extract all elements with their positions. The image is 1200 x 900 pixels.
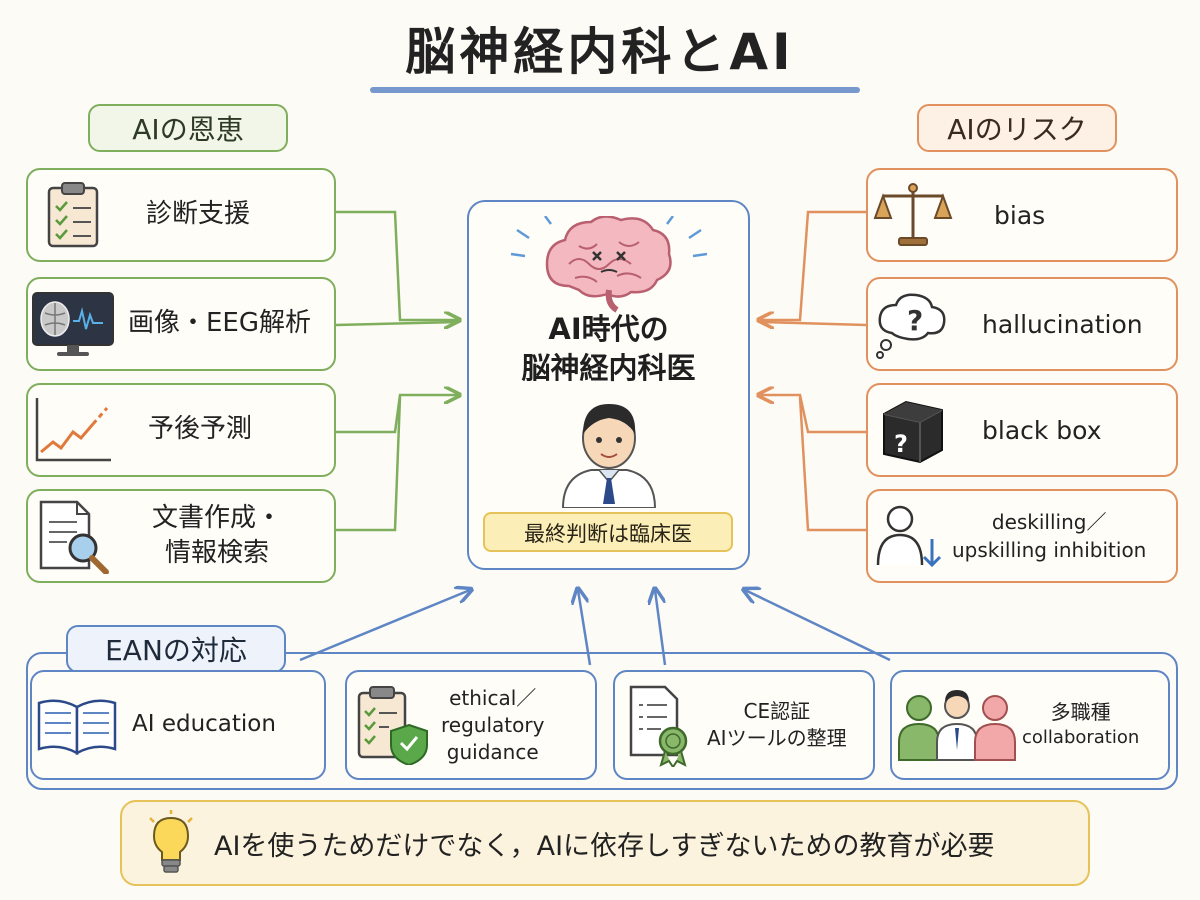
ean-label-4-line1: 多職種 bbox=[1050, 700, 1111, 725]
center-heading-line1: AI時代の bbox=[548, 312, 669, 346]
bottom-message-banner: AIを使うためだけでなく，AIに依存しすぎないための教育が必要 bbox=[120, 800, 1090, 886]
title-underline bbox=[370, 87, 860, 93]
black-box-question-icon: ? bbox=[868, 390, 958, 470]
benefit-connector-2 bbox=[335, 320, 459, 327]
thought-bubble-question-icon: ? bbox=[868, 284, 958, 364]
risk-connector-4 bbox=[798, 396, 866, 532]
page-title: 脳神経内科とAI bbox=[405, 23, 795, 81]
ean-label: EANの対応 bbox=[66, 625, 286, 673]
center-heading-line2: 脳神経内科医 bbox=[521, 351, 696, 386]
ean-label-4: 多職種 collaboration bbox=[1022, 699, 1139, 750]
risk-card-bias: bias bbox=[866, 168, 1178, 262]
open-book-icon bbox=[32, 685, 122, 765]
ean-card-guidance: ethical／ regulatory guidance bbox=[345, 670, 597, 780]
benefit-connector-4 bbox=[336, 396, 402, 532]
ean-label-2-line3: guidance bbox=[446, 739, 539, 764]
benefit-label-4: 文書作成・ 情報検索 bbox=[152, 501, 282, 571]
risk-label-2: hallucination bbox=[982, 309, 1143, 339]
risk-label-1: bias bbox=[994, 200, 1046, 230]
benefit-connector-3 bbox=[336, 395, 458, 434]
benefits-label: AIの恩恵 bbox=[88, 104, 288, 152]
ean-label-4-line2: collaboration bbox=[1022, 727, 1140, 749]
risk-card-deskilling: deskilling／ upskilling inhibition bbox=[866, 489, 1178, 583]
final-judgment-badge: 最終判断は臨床医 bbox=[483, 512, 733, 552]
team-people-icon bbox=[892, 685, 1022, 765]
brain-icon bbox=[509, 216, 709, 316]
brain-scan-monitor-icon bbox=[28, 284, 118, 364]
benefit-card-diagnosis: 診断支援 bbox=[26, 168, 336, 262]
benefit-card-documents: 文書作成・ 情報検索 bbox=[26, 489, 336, 583]
risk-label-4-line1: deskilling／ bbox=[991, 510, 1107, 534]
svg-text:?: ? bbox=[894, 430, 908, 458]
ean-card-education: AI education bbox=[30, 670, 326, 780]
benefit-label-3: 予後予測 bbox=[148, 414, 253, 445]
trend-chart-icon bbox=[28, 390, 118, 470]
ean-connector-4 bbox=[745, 590, 891, 662]
benefit-card-imaging: 画像・EEG解析 bbox=[26, 277, 336, 371]
ean-label-1: AI education bbox=[132, 711, 276, 738]
benefit-label-1: 診断支援 bbox=[146, 199, 251, 230]
ean-label-2-line2: regulatory bbox=[441, 712, 545, 737]
risk-label-4: deskilling／ upskilling inhibition bbox=[952, 508, 1146, 564]
risk-card-black-box: ? black box bbox=[866, 383, 1178, 477]
benefit-card-prognosis: 予後予測 bbox=[26, 383, 336, 477]
risk-label-3: black box bbox=[982, 415, 1102, 445]
risk-label-4-line2: upskilling inhibition bbox=[952, 538, 1147, 562]
ean-label-2-line1: ethical／ bbox=[449, 685, 537, 710]
risk-connector-1 bbox=[760, 210, 866, 320]
center-card: AI時代の 脳神経内科医 最終判断は臨床医 bbox=[467, 200, 750, 570]
ean-label-2: ethical／ regulatory guidance bbox=[441, 685, 544, 766]
doctor-icon bbox=[557, 398, 661, 508]
ean-connector-1 bbox=[299, 590, 470, 662]
risk-connector-2 bbox=[761, 320, 867, 327]
ean-frame bbox=[26, 652, 1178, 790]
ean-card-ce-certification: CE認証 AIツールの整理 bbox=[613, 670, 875, 780]
benefit-label-2: 画像・EEG解析 bbox=[128, 308, 312, 339]
person-down-arrow-icon bbox=[868, 496, 952, 576]
lightbulb-icon bbox=[146, 810, 196, 876]
bottom-message: AIを使うためだけでなく，AIに依存しすぎないための教育が必要 bbox=[214, 830, 995, 862]
benefit-label-4-line2: 情報検索 bbox=[165, 538, 270, 568]
certificate-badge-icon bbox=[615, 685, 705, 767]
ean-label-3-line1: CE認証 bbox=[743, 699, 811, 723]
clipboard-checklist-icon bbox=[28, 175, 118, 255]
center-heading: AI時代の 脳神経内科医 bbox=[469, 310, 748, 388]
balance-scale-icon bbox=[868, 175, 958, 255]
risks-label: AIのリスク bbox=[917, 104, 1117, 152]
document-search-icon bbox=[28, 496, 118, 576]
ean-card-collaboration: 多職種 collaboration bbox=[890, 670, 1170, 780]
benefit-label-4-line1: 文書作成・ bbox=[152, 502, 283, 533]
ean-label-3: CE認証 AIツールの整理 bbox=[707, 698, 847, 752]
ean-label-3-line2: AIツールの整理 bbox=[707, 726, 847, 750]
benefit-connector-1 bbox=[336, 210, 458, 320]
checklist-shield-icon bbox=[347, 685, 437, 765]
svg-text:?: ? bbox=[907, 304, 923, 337]
risk-card-hallucination: ? hallucination bbox=[866, 277, 1178, 371]
risk-connector-3 bbox=[760, 395, 866, 434]
